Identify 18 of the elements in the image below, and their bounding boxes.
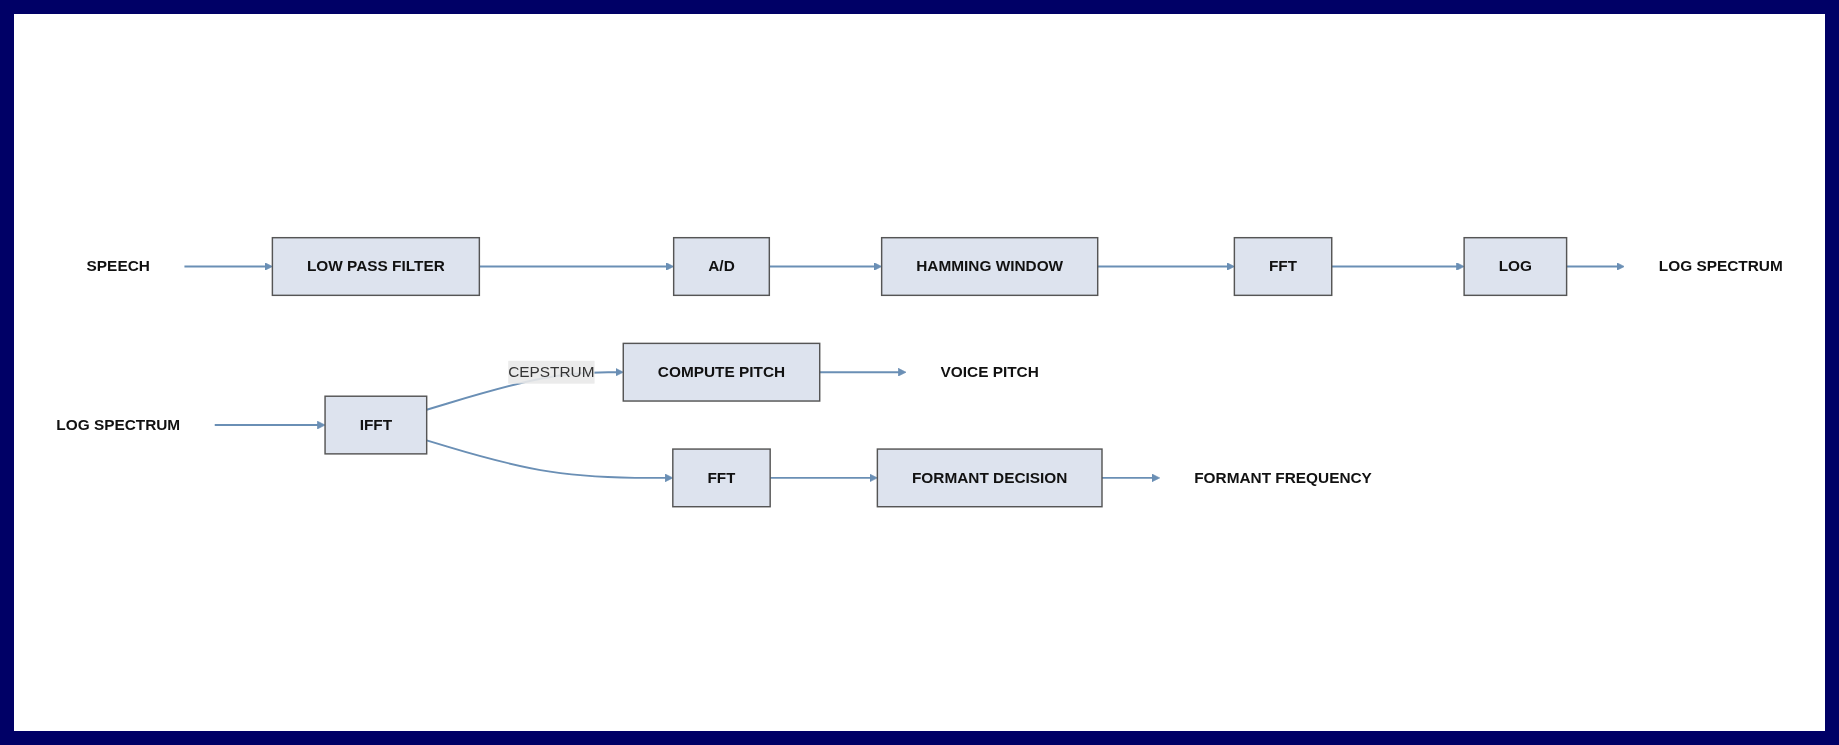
node-box: LOG — [1463, 237, 1568, 297]
node-box: HAMMING WINDOW — [880, 237, 1099, 297]
node-text: LOG SPECTRUM — [56, 416, 181, 434]
edge-label: CEPSTRUM — [508, 363, 595, 381]
node-text: FORMANT FREQUENCY — [1194, 469, 1372, 486]
node-box: COMPUTE PITCH — [622, 342, 821, 403]
arrow — [183, 262, 273, 272]
node-text: LOG SPECTRUM — [1658, 258, 1783, 275]
node-box: A/D — [672, 237, 771, 297]
node-box: FFT — [1233, 237, 1333, 297]
node-box: IFFT — [324, 395, 428, 455]
node-text: VOICE PITCH — [940, 363, 1039, 381]
node-text: SPEECH — [86, 258, 150, 275]
node-box: FFT — [672, 448, 771, 508]
node-box: FORMANT DECISION — [876, 448, 1103, 508]
node-box: LOW PASS FILTER — [271, 237, 481, 297]
arrow — [1101, 473, 1161, 483]
arrow — [213, 421, 326, 430]
